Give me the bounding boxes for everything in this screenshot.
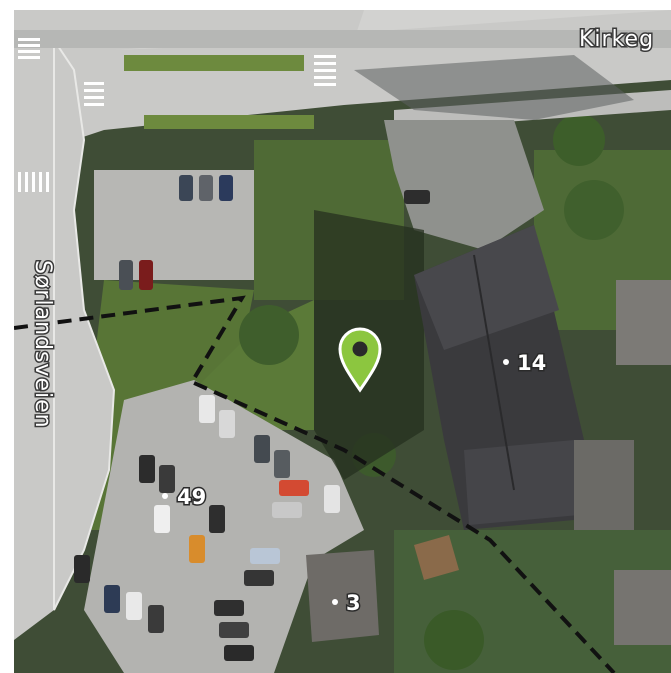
road-verge [144,115,314,129]
road-verge [124,55,304,71]
address-dot [503,359,509,365]
address-label-49: 49 [177,485,206,509]
parked-cars [74,175,430,661]
address-dot [162,493,168,499]
street-label-kirkegata: Kirkeg [579,27,654,52]
building-east[interactable] [616,280,671,365]
tree-shadow [354,55,634,120]
street-label-sorlandsveien: Sørlandsveien [30,260,55,429]
address-dot [332,599,338,605]
crosswalk [18,38,336,192]
tree [424,610,484,670]
tree [239,305,299,365]
road-median [14,30,671,48]
address-label-3: 3 [346,591,361,615]
tree [564,180,624,240]
building-3[interactable] [306,550,379,642]
shed [414,535,459,580]
location-pin-icon[interactable] [338,327,382,393]
satellite-map[interactable]: Kirkeg Sørlandsveien 14 49 3 [14,10,671,673]
address-label-14: 14 [517,351,546,375]
building-14-roof-face [414,225,559,350]
tree [553,114,605,166]
annex [574,440,634,530]
courtyard [384,120,544,250]
building-southeast[interactable] [614,570,671,645]
map-canvas[interactable]: Kirkeg Sørlandsveien 14 49 3 [14,10,671,673]
road-edge [53,36,116,611]
building-14-roof-face [464,440,579,525]
roof-ridge [473,254,515,491]
